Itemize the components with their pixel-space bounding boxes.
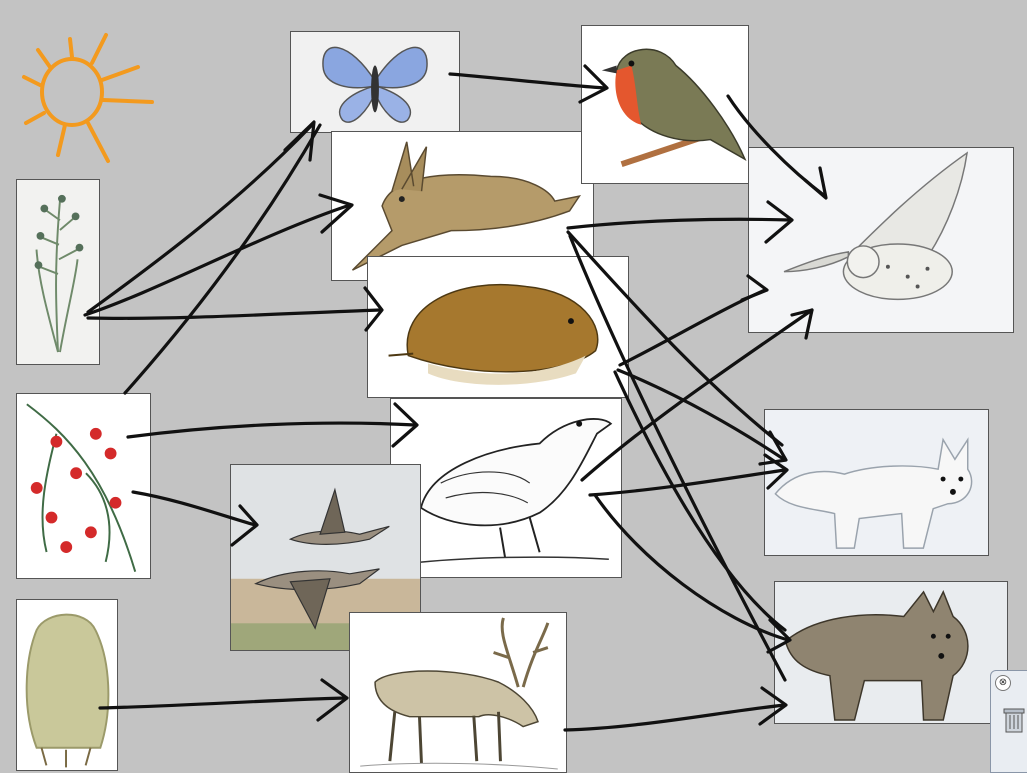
trash-icon[interactable] bbox=[1003, 707, 1025, 733]
cranberry-icon bbox=[26, 403, 137, 572]
reindeer-card[interactable] bbox=[349, 612, 567, 773]
reindeer-icon bbox=[360, 617, 558, 770]
wolf-icon bbox=[784, 590, 969, 721]
arrow-ptarmigan-wolf bbox=[593, 493, 790, 642]
robin-icon bbox=[601, 48, 747, 168]
lichen-card[interactable] bbox=[16, 599, 118, 771]
cranberry-card[interactable] bbox=[16, 393, 151, 579]
ptarmigan-card[interactable] bbox=[390, 398, 622, 578]
ptarmigan-icon bbox=[419, 418, 613, 563]
sun-icon bbox=[22, 33, 154, 163]
tool-palette: ⊗ bbox=[990, 670, 1027, 773]
lemming-icon bbox=[388, 283, 599, 385]
butterfly-icon bbox=[322, 46, 428, 123]
robin-card[interactable] bbox=[581, 25, 749, 184]
arrow-lemming-owl bbox=[618, 288, 767, 367]
hare-icon bbox=[351, 141, 582, 271]
grass-icon bbox=[34, 194, 84, 353]
arrow-lichen-reindeer bbox=[98, 696, 347, 710]
arrow-reindeer-wolf bbox=[563, 703, 787, 732]
arrow-cranberry-butterfly bbox=[123, 123, 322, 395]
lemming-card[interactable] bbox=[367, 256, 629, 398]
close-icon[interactable]: ⊗ bbox=[995, 675, 1011, 691]
wolf-card[interactable] bbox=[774, 581, 1008, 724]
owl-card[interactable] bbox=[748, 147, 1014, 333]
grass-card[interactable] bbox=[16, 179, 100, 365]
arrow-lemming-wolf bbox=[613, 370, 787, 632]
geese-card[interactable] bbox=[230, 464, 421, 651]
lichen-icon bbox=[25, 613, 110, 768]
fox-card[interactable] bbox=[764, 409, 989, 556]
arrow-grass-hare bbox=[83, 203, 352, 317]
fox-icon bbox=[774, 437, 973, 549]
arrow-lemming-fox bbox=[616, 368, 787, 462]
arrow-grass-lemming bbox=[86, 308, 382, 320]
arrow-cranberry-ptarmigan bbox=[126, 421, 417, 439]
owl-icon bbox=[783, 151, 969, 301]
butterfly-card[interactable] bbox=[290, 31, 460, 133]
